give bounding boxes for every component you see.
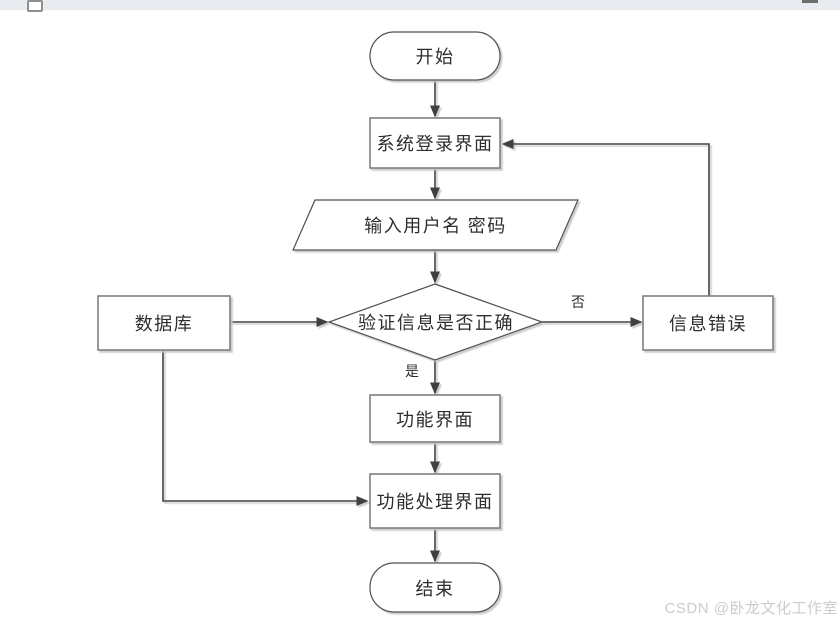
input-parallelogram-shape — [292, 199, 579, 251]
start-terminator-shape — [369, 31, 501, 81]
database-process-shape — [97, 295, 231, 351]
process-ui-shape — [369, 473, 501, 529]
end-terminator-shape — [369, 562, 501, 613]
edge-database-process — [162, 350, 369, 506]
shape-group — [97, 31, 774, 613]
decision-diamond-shape — [327, 283, 544, 361]
connector-group — [162, 80, 710, 563]
scrollbar-fragment — [802, 0, 818, 3]
function-process-shape — [369, 394, 501, 443]
top-toolbar-strip — [0, 0, 840, 12]
toolbar-button[interactable] — [27, 0, 43, 12]
error-process-shape — [642, 295, 774, 351]
login-process-shape — [369, 117, 501, 169]
edge-error-login-feedback — [501, 139, 710, 296]
